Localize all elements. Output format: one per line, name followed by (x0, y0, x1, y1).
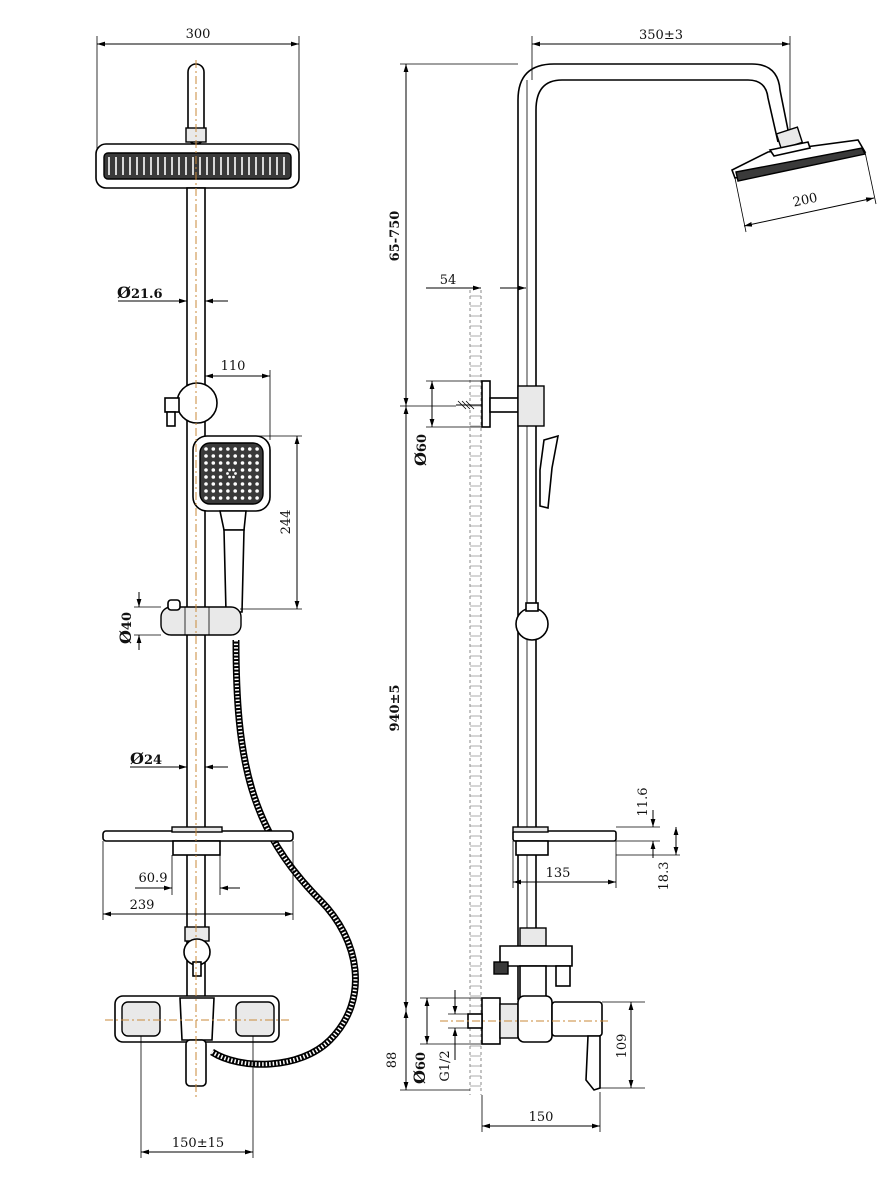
side-dim-200: 200 (734, 151, 877, 233)
dim-label-thread: G1/2 (438, 1050, 453, 1081)
dim-label-arm-height: 65-750 (388, 211, 403, 262)
dim-label-head-width: 300 (186, 27, 211, 42)
front-view: 300 Ø21.6 110 244 Ø40 Ø2 (95, 27, 359, 1158)
front-dim-300: 300 (96, 27, 300, 150)
front-dim-239: 239 (102, 841, 294, 920)
dim-label-shelf-width: 239 (130, 898, 155, 913)
dim-label-shelf-inner: 60.9 (139, 871, 168, 886)
dim-label-handset-length: 244 (279, 510, 294, 535)
front-dim-pipe: Ø21.6 (117, 283, 228, 304)
side-dim-54: 54 (426, 273, 526, 300)
side-dim-bracket-60: Ø60 (411, 380, 482, 466)
side-dim-11-6: 11.6 (616, 788, 660, 858)
side-view: 350±3 200 65-750 54 Ø60 (385, 28, 877, 1132)
dia-symbol-flange: Ø60 (410, 1052, 429, 1084)
side-rain-head (730, 139, 867, 182)
side-arm (517, 63, 791, 1000)
dia-symbol-bracket: Ø60 (411, 434, 430, 466)
rain-shower-head (95, 143, 300, 189)
dim-label-valve-height: 109 (615, 1034, 630, 1059)
side-dim-65-750: 65-750 (388, 63, 518, 407)
front-dim-150: 150±15 (140, 1036, 254, 1158)
side-dim-150: 150 (481, 1092, 601, 1132)
side-dim-88: 88 (385, 1010, 409, 1090)
side-valve (440, 995, 610, 1091)
side-dim-350: 350±3 (531, 28, 791, 130)
side-shelf (512, 830, 617, 842)
dim-label-wall-offset: 54 (440, 273, 457, 288)
side-dim-940: 940±5 (388, 406, 470, 1091)
dim-label-shelf-depth: 135 (546, 866, 571, 881)
side-bracket (456, 380, 545, 428)
dim-label-valve-projection: 150 (529, 1110, 554, 1125)
front-dim-rod: Ø24 (130, 749, 228, 770)
dia-symbol-rod: Ø24 (130, 749, 162, 768)
side-slider-knob (515, 607, 549, 641)
front-dim-110: 110 (205, 359, 271, 440)
side-hand-shower (539, 434, 560, 510)
dia-symbol-pipe: Ø21.6 (117, 283, 163, 302)
side-dim-18-3: 18.3 (616, 827, 680, 890)
front-holder-pin (164, 397, 180, 413)
side-dim-flange: Ø60 (410, 997, 482, 1084)
front-dim-slider: Ø40 (116, 592, 161, 650)
dim-label-shelf-thickness: 11.6 (636, 788, 651, 817)
dim-label-bottom: 88 (385, 1052, 400, 1069)
side-dim-thread: G1/2 (438, 990, 468, 1082)
dim-label-centres: 150±15 (172, 1136, 224, 1151)
dia-symbol-slider: Ø40 (116, 612, 135, 644)
front-slider (160, 606, 242, 636)
side-dim-109: 109 (600, 1001, 645, 1089)
hand-shower (192, 435, 271, 613)
shower-hose (210, 639, 359, 1068)
side-diverter (493, 927, 573, 999)
dim-label-total-height: 940±5 (388, 684, 403, 731)
dim-label-head-dia: 200 (792, 191, 819, 211)
dim-label-shelf-gap: 18.3 (657, 862, 672, 891)
front-mixer (105, 995, 290, 1087)
dim-label-holder-offset: 110 (221, 359, 246, 374)
side-dim-135: 135 (512, 841, 617, 888)
front-dim-60-9: 60.9 (135, 855, 240, 895)
wall (469, 290, 482, 1095)
front-holder-knob (176, 382, 218, 424)
front-dim-244: 244 (240, 435, 302, 610)
dim-label-arm-reach: 350±3 (639, 28, 683, 43)
